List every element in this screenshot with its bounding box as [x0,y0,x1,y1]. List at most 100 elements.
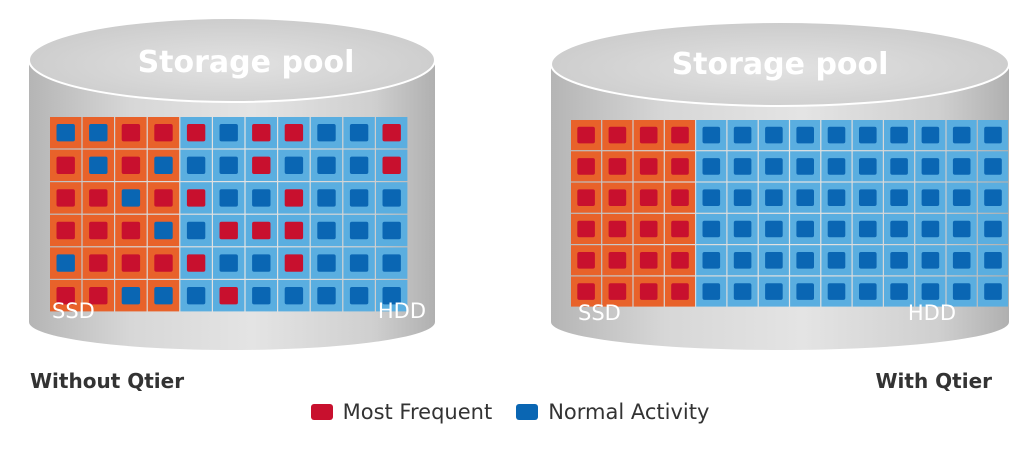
normal-activity-block [733,252,752,269]
hdd-label: HDD [378,299,426,323]
normal-activity-block [859,252,877,269]
normal-activity-block [702,158,721,175]
most-frequent-block [577,126,595,144]
most-frequent-block [56,156,75,174]
normal-activity-swatch [516,404,539,420]
normal-activity-block [154,287,173,305]
normal-activity-block [921,220,940,238]
legend: Most Frequent Normal Activity [0,400,1020,424]
normal-activity-block [984,189,1002,206]
most-frequent-block [56,189,75,207]
legend-label-normal-activity: Normal Activity [548,400,710,424]
block-grid [50,117,408,312]
normal-activity-block [952,283,971,300]
normal-activity-block [952,158,971,175]
normal-activity-block [186,287,206,305]
most-frequent-block [121,254,141,272]
most-frequent-block [56,287,75,305]
normal-activity-block [702,189,721,206]
most-frequent-block [121,124,141,142]
storage-pool-without-qtier: Storage pool SSD HDD [28,17,436,350]
normal-activity-block [317,221,336,240]
most-frequent-block [671,189,689,206]
legend-label-most-frequent: Most Frequent [342,400,493,424]
cylinder-top [550,21,1010,107]
normal-activity-block [121,189,141,207]
normal-activity-block [89,124,108,142]
normal-activity-block [284,156,304,174]
most-frequent-block [382,156,401,174]
normal-activity-block [859,189,877,206]
normal-activity-block [349,221,369,240]
normal-activity-block [186,156,206,174]
normal-activity-block [317,254,336,272]
normal-activity-block [349,124,369,142]
hdd-label: HDD [908,301,956,325]
normal-activity-block [827,283,846,300]
normal-activity-block [349,156,369,174]
pool-title: Storage pool [138,45,355,80]
normal-activity-block [859,158,877,175]
normal-activity-block [154,156,173,174]
normal-activity-block [984,283,1002,300]
most-frequent-block [639,189,658,206]
normal-activity-block [219,254,238,272]
normal-activity-block [890,126,908,144]
legend-item-most-frequent: Most Frequent [310,400,493,424]
normal-activity-block [890,252,908,269]
pool-title: Storage pool [672,47,889,82]
normal-activity-block [349,287,369,305]
most-frequent-block [89,189,108,207]
normal-activity-block [252,287,271,305]
normal-activity-block [952,220,971,238]
normal-activity-block [219,124,238,142]
normal-activity-block [765,189,783,206]
normal-activity-block [702,283,721,300]
normal-activity-block [317,124,336,142]
normal-activity-block [186,221,206,240]
most-frequent-block [121,156,141,174]
most-frequent-block [154,254,173,272]
ssd-label: SSD [52,299,95,323]
most-frequent-block [252,124,271,142]
normal-activity-block [765,220,783,238]
most-frequent-block [639,126,658,144]
normal-activity-block [317,287,336,305]
most-frequent-block [639,252,658,269]
normal-activity-block [796,126,814,144]
normal-activity-block [859,220,877,238]
normal-activity-block [921,252,940,269]
most-frequent-block [608,252,627,269]
most-frequent-block [56,221,75,240]
normal-activity-block [921,189,940,206]
normal-activity-block [952,252,971,269]
normal-activity-block [796,283,814,300]
normal-activity-block [765,158,783,175]
most-frequent-block [284,221,304,240]
normal-activity-block [382,287,401,305]
ssd-label: SSD [578,301,621,325]
normal-activity-block [984,126,1002,144]
most-frequent-block [671,220,689,238]
most-frequent-block [608,220,627,238]
normal-activity-block [284,287,304,305]
most-frequent-block [252,221,271,240]
normal-activity-block [984,158,1002,175]
normal-activity-block [56,124,75,142]
most-frequent-block [671,126,689,144]
most-frequent-block [186,254,206,272]
normal-activity-block [252,189,271,207]
storage-pool-with-qtier: Storage pool SSD HDD [550,21,1010,350]
block-grid [571,120,1008,307]
most-frequent-block [284,254,304,272]
most-frequent-block [608,283,627,300]
most-frequent-block [577,189,595,206]
most-frequent-block [284,124,304,142]
most-frequent-block [577,158,595,175]
most-frequent-block [154,124,173,142]
normal-activity-block [890,220,908,238]
normal-activity-block [921,283,940,300]
normal-activity-block [154,221,173,240]
normal-activity-block [733,189,752,206]
normal-activity-block [890,283,908,300]
